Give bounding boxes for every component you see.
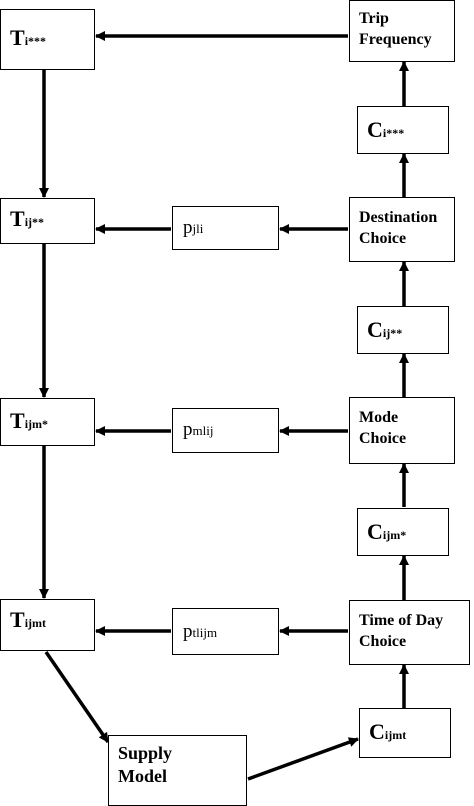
c-ijmt-label: Cijmt: [369, 719, 407, 744]
t-ij-label: Tij**: [10, 206, 45, 231]
t-ijm-box: Tijm*: [0, 398, 95, 446]
p-tlijm-box: ptlijm: [172, 608, 279, 655]
c-ij-label: Cij**: [367, 317, 403, 342]
t-ijmt-label: Tijmt: [10, 607, 47, 632]
c-ijm-label: Cijm*: [367, 519, 407, 544]
t-ijm-label: Tijm*: [10, 408, 49, 433]
p-tlijm-label: ptlijm: [183, 621, 218, 642]
c-i-label: Ci***: [367, 117, 405, 142]
t-i-label: Ti***: [10, 25, 47, 50]
c-i-box: Ci***: [357, 106, 449, 154]
t-i-box: Ti***: [0, 9, 95, 70]
arrow-supply-c4: [247, 737, 359, 781]
p-mlij-box: pmlij: [172, 408, 279, 453]
c-ijmt-box: Cijmt: [359, 708, 451, 758]
t-ij-box: Tij**: [0, 198, 95, 244]
t-ijmt-box: Tijmt: [0, 599, 95, 651]
p-jli-box: pjli: [172, 206, 279, 250]
c-ij-box: Cij**: [357, 306, 449, 354]
p-mlij-label: pmlij: [183, 419, 214, 440]
arrow-t4-supply: [44, 651, 110, 743]
c-ijm-box: Cijm*: [357, 508, 449, 556]
p-jli-label: pjli: [183, 217, 204, 238]
